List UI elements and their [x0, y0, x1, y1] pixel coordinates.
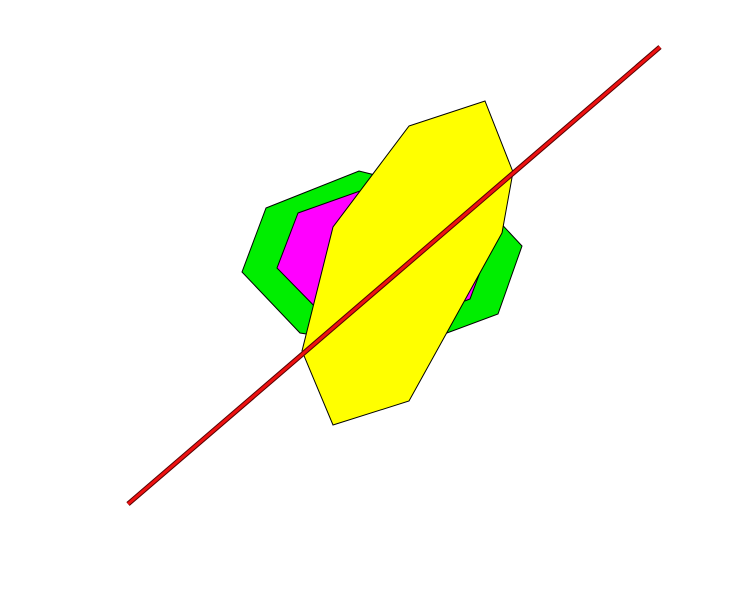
red-diagonal-line	[127, 45, 661, 506]
